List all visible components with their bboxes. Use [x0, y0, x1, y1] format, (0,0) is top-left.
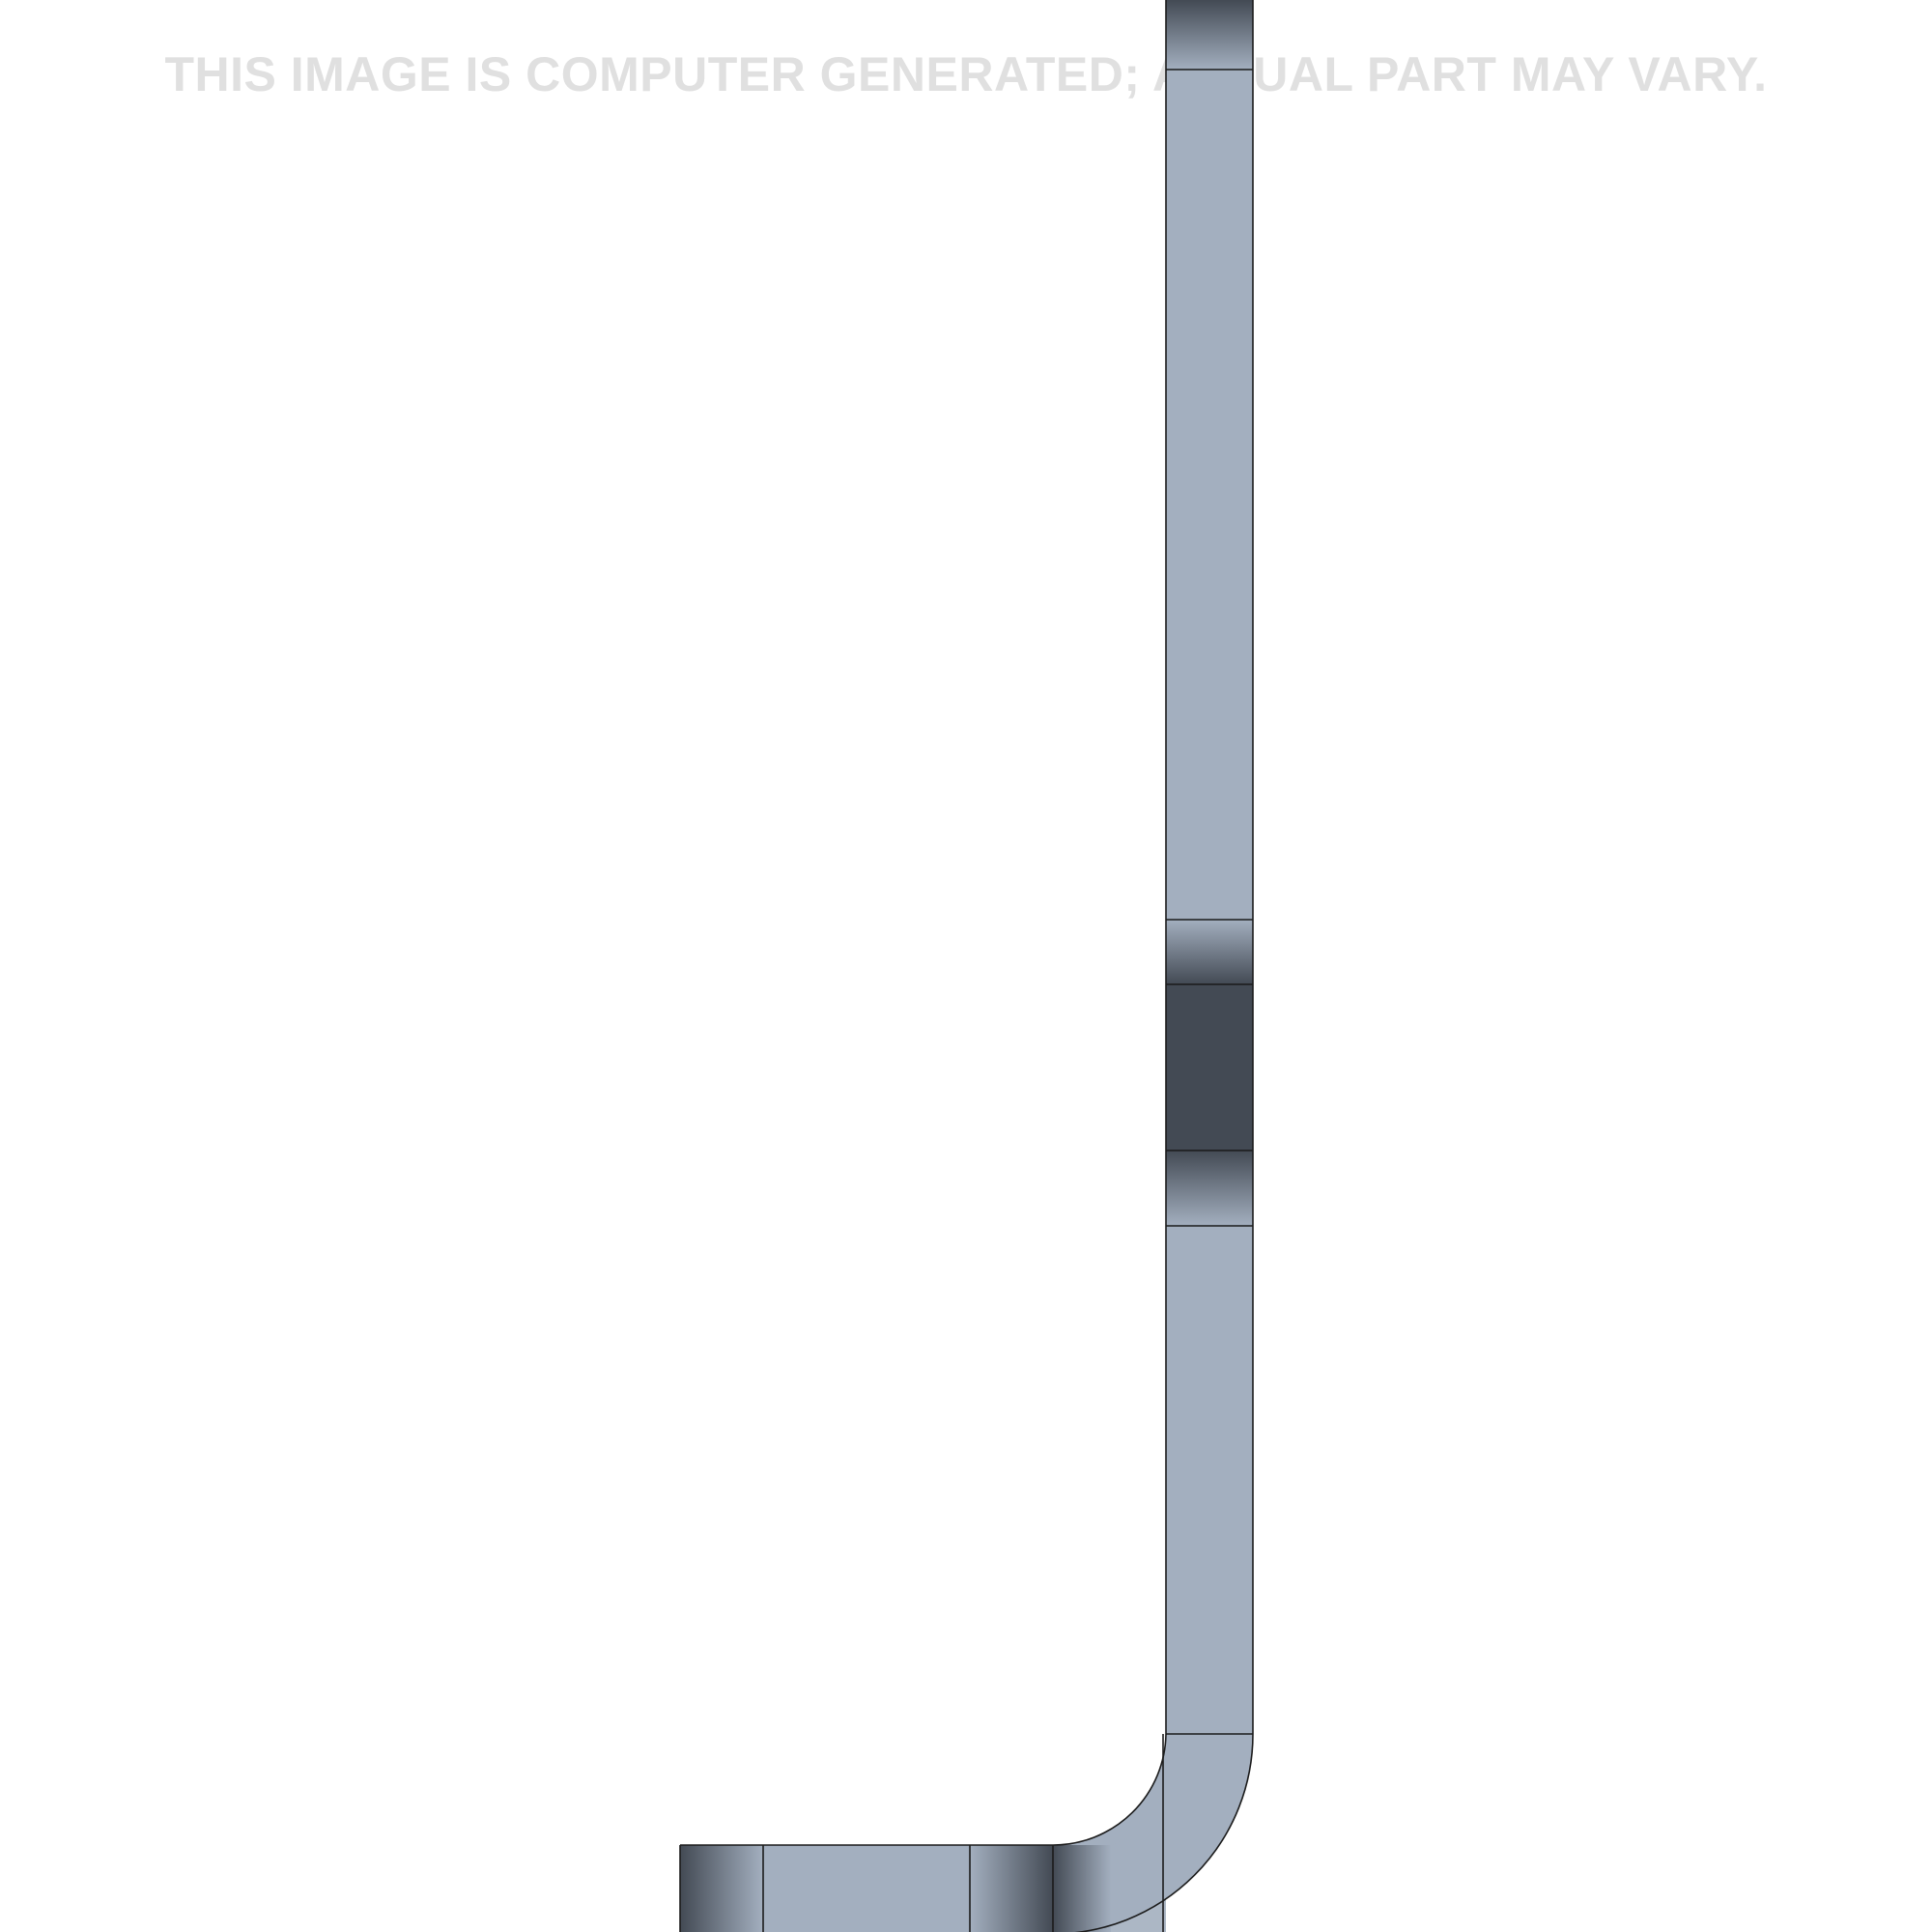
horizontal-foot [680, 1845, 1053, 1932]
part-edge-lines [679, 0, 1254, 1932]
bend-inner-fill [1053, 1845, 1111, 1932]
bend-section [1053, 1734, 1253, 1932]
vertical-leg-top-shade [1166, 0, 1253, 70]
slot-upper-fillet [1166, 920, 1253, 984]
disclaimer-watermark: THIS IMAGE IS COMPUTER GENERATED; ACTUAL… [164, 47, 1768, 101]
slot-cutout [1166, 984, 1253, 1151]
foot-right-shade [970, 1845, 1053, 1932]
bend-face [1111, 1806, 1166, 1932]
foot-left-end [680, 1845, 763, 1932]
vertical-leg-upper-face [1166, 70, 1253, 920]
vertical-leg [1166, 0, 1253, 1734]
vertical-leg-lower-face [1166, 1226, 1253, 1734]
foot-face [763, 1845, 970, 1932]
slot-lower-fillet [1166, 1151, 1253, 1226]
